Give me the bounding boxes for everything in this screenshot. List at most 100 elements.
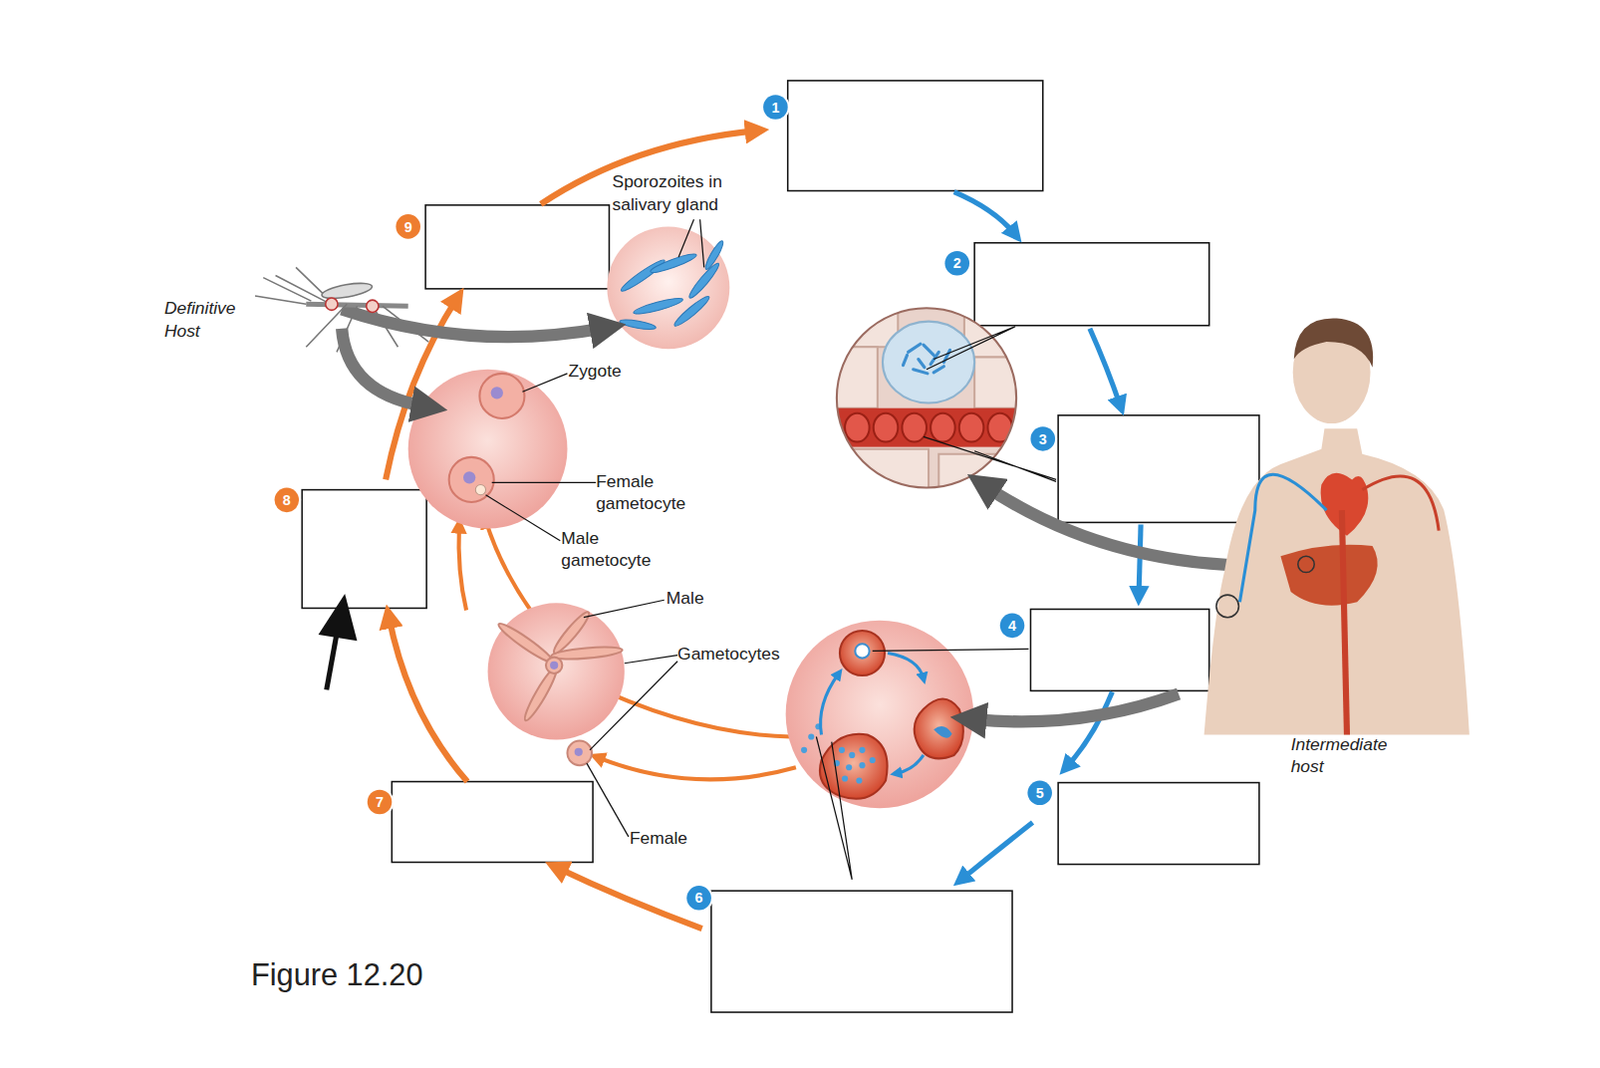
mosquito-marker — [325, 297, 338, 310]
trophozoite — [933, 726, 952, 739]
gray-arrow — [341, 308, 602, 337]
sporozoite — [648, 251, 698, 276]
zoom-circle — [786, 620, 974, 808]
trophozoite-rbc — [914, 699, 964, 760]
leader-lines — [486, 219, 1058, 880]
liver — [1280, 544, 1377, 606]
leader-line — [678, 219, 705, 267]
cycle-arrow — [540, 130, 758, 205]
merozoite — [838, 747, 845, 754]
liver-circle — [836, 305, 1026, 495]
human-figure — [1204, 317, 1470, 735]
callout-number: 3 — [1030, 426, 1056, 452]
blank-box — [425, 205, 609, 289]
leader-line — [486, 495, 561, 541]
nucleus — [574, 748, 583, 757]
male-gametocyte-cell — [475, 485, 486, 496]
blank-box — [974, 243, 1210, 326]
merozoite — [858, 747, 865, 754]
callout-text: 2 — [953, 255, 962, 271]
transfer-arrows — [341, 308, 1305, 722]
callout-text: 7 — [375, 794, 384, 810]
zoom-marker — [1298, 555, 1315, 572]
part-label: Gametocytes — [677, 642, 800, 666]
callout-text: 6 — [695, 889, 704, 906]
cycle-arrow — [961, 822, 1034, 880]
merozoite — [800, 747, 807, 754]
cycle-arrow — [1066, 691, 1112, 768]
infected-rbc — [839, 630, 885, 676]
merozoite — [869, 757, 876, 764]
blank-box — [711, 890, 1013, 1013]
sporozoite-circle — [606, 226, 730, 349]
female-gametocyte-cell — [566, 741, 592, 767]
leader-line — [583, 599, 665, 617]
callout-text: 8 — [282, 492, 291, 509]
mosquito — [255, 266, 429, 352]
zoom-circle — [488, 602, 625, 740]
callout-text: 4 — [1008, 617, 1017, 634]
erythrocyte-circle — [786, 620, 974, 808]
leader-line — [815, 736, 852, 879]
merozoite — [858, 762, 865, 769]
blank-box — [1058, 415, 1260, 524]
part-label: Male gametocyte — [560, 528, 674, 573]
merozoite — [841, 775, 848, 782]
pointer-head — [318, 593, 358, 641]
liver-cell — [974, 356, 1026, 408]
cycle-arrow — [954, 192, 1016, 236]
callout-number: 2 — [944, 251, 970, 276]
leader-line — [589, 655, 678, 751]
part-label: Zygote — [567, 360, 650, 384]
nucleus — [491, 386, 504, 399]
zoom-marker — [1216, 594, 1240, 618]
infected-hepatocyte — [882, 321, 975, 404]
blue-arrows — [954, 192, 1141, 880]
figure-caption: Figure 12.20 — [251, 955, 424, 996]
inner-arrow — [459, 525, 468, 610]
merozoite — [855, 777, 862, 784]
orange-arrows — [385, 130, 758, 929]
cycle-arrow-small — [887, 653, 924, 680]
merozoite — [845, 764, 852, 771]
leader-line — [492, 482, 596, 484]
nucleus — [463, 471, 476, 484]
red-blood-cell — [987, 413, 1013, 443]
blank-box — [301, 490, 427, 609]
nucleus — [549, 661, 558, 670]
zoom-circle — [408, 369, 568, 530]
cycle-arrow — [1089, 328, 1121, 407]
artery — [1361, 476, 1439, 532]
cycle-arrow — [555, 867, 702, 929]
inner-arrow — [486, 520, 532, 610]
callout-number: 5 — [1027, 781, 1053, 806]
blank-box — [788, 80, 1044, 192]
part-label: Definitive Host — [164, 297, 257, 343]
blank-box — [1030, 608, 1209, 691]
zygote-cell — [479, 373, 525, 419]
sporozoite — [672, 293, 713, 329]
liver-cell — [964, 305, 1026, 357]
male-body — [545, 657, 562, 674]
mosquito-body — [305, 303, 408, 306]
sporozoite — [703, 239, 727, 271]
blank-box — [1058, 783, 1260, 865]
ring-stage — [854, 643, 869, 658]
liver-cell — [938, 454, 1021, 496]
pointer-arrow — [318, 593, 358, 690]
zoom-border — [836, 307, 1017, 488]
cycle-arrow-small — [895, 755, 924, 774]
hair — [1294, 317, 1373, 367]
cycle-arrow — [1138, 524, 1141, 596]
leader-line — [872, 648, 1030, 651]
blood-vessel — [836, 408, 1021, 448]
leader-line — [586, 763, 629, 837]
gray-arrow — [341, 328, 424, 407]
zoom-circle — [606, 226, 730, 349]
callout-number: 1 — [763, 94, 789, 120]
callout-text: 5 — [1036, 785, 1045, 801]
red-blood-cell — [901, 413, 927, 443]
red-blood-cell — [959, 413, 985, 443]
cycle-arrow-small — [820, 673, 839, 735]
